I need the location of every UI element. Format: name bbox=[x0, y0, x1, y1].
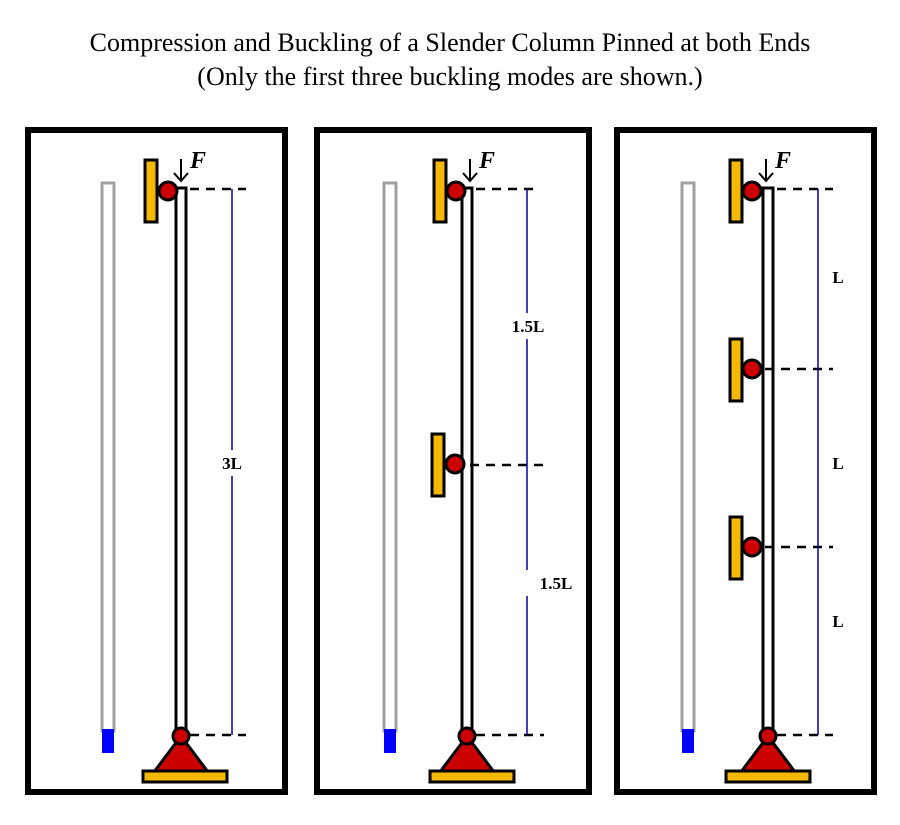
top-pin bbox=[445, 180, 467, 202]
top-bracket bbox=[143, 158, 159, 224]
top-bracket bbox=[728, 158, 744, 224]
segment-label: L bbox=[832, 268, 843, 287]
mid-pin-lower bbox=[741, 536, 763, 558]
force-arrow-icon bbox=[758, 159, 774, 183]
panel-mode-1: F 3L bbox=[25, 127, 288, 795]
column bbox=[761, 186, 775, 738]
reference-bar bbox=[680, 181, 696, 733]
panel-frame bbox=[614, 127, 877, 795]
mid-bracket-upper bbox=[728, 337, 744, 403]
indicator-block bbox=[102, 729, 114, 753]
segment-label: L bbox=[832, 612, 843, 631]
base-plate bbox=[724, 769, 812, 784]
title-line-1: Compression and Buckling of a Slender Co… bbox=[89, 28, 811, 57]
top-pin bbox=[157, 180, 179, 202]
force-arrow-icon bbox=[462, 159, 478, 183]
force-label: F bbox=[189, 148, 206, 174]
mid-pin bbox=[444, 453, 466, 475]
bottom-pin bbox=[171, 726, 191, 746]
panel-mode-2: F 1.5L 1.5L bbox=[314, 127, 592, 795]
top-bracket bbox=[432, 158, 448, 224]
top-pin bbox=[741, 180, 763, 202]
bottom-pin bbox=[457, 726, 477, 746]
base-plate bbox=[428, 769, 516, 784]
segment-label: L bbox=[832, 454, 843, 473]
panel-frame bbox=[25, 127, 288, 795]
mid-bracket bbox=[430, 432, 446, 498]
column bbox=[174, 186, 188, 738]
segment-label: 1.5L bbox=[540, 574, 573, 593]
reference-bar bbox=[382, 181, 398, 733]
reference-bar bbox=[100, 181, 116, 733]
segment-label: 1.5L bbox=[512, 317, 545, 336]
indicator-block bbox=[682, 729, 694, 753]
segment-label: 3L bbox=[222, 454, 242, 473]
force-label: F bbox=[774, 148, 791, 174]
indicator-block bbox=[384, 729, 396, 753]
mid-pin-upper bbox=[741, 358, 763, 380]
base-plate bbox=[141, 769, 229, 784]
force-arrow-icon bbox=[173, 159, 189, 183]
panel-mode-3: F L L L bbox=[614, 127, 877, 795]
title-line-2: (Only the first three buckling modes are… bbox=[197, 62, 703, 91]
force-label: F bbox=[478, 148, 495, 174]
bottom-pin bbox=[758, 726, 778, 746]
mid-bracket-lower bbox=[728, 515, 744, 581]
